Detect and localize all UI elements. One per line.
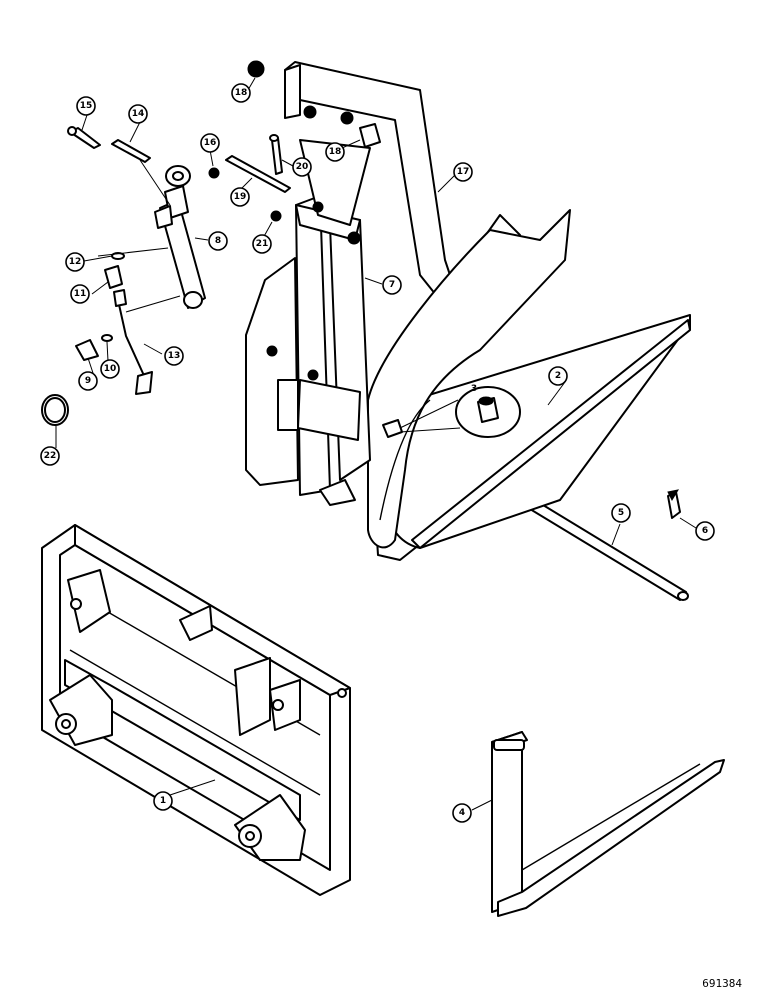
bolt-15 — [67, 126, 101, 149]
svg-text:21: 21 — [256, 239, 269, 249]
callout-7: 7 — [382, 275, 402, 295]
callout-18-top: 18 — [231, 83, 251, 103]
callout-22: 22 — [40, 446, 60, 466]
callout-17: 17 — [453, 162, 473, 182]
hook-bracket — [247, 60, 571, 549]
callout-1: 1 — [153, 791, 173, 811]
callout-4: 4 — [452, 803, 472, 823]
nut-16 — [208, 167, 220, 179]
callout-2: 2 — [548, 366, 568, 386]
o-ring-10 — [101, 334, 113, 342]
carriage-frame — [369, 314, 691, 561]
callout-19: 19 — [230, 187, 250, 207]
callout-9: 9 — [78, 371, 98, 391]
callout-3: 3 — [471, 384, 477, 394]
svg-text:7: 7 — [389, 280, 395, 290]
callout-13: 13 — [164, 346, 184, 366]
fitting-9 — [75, 339, 99, 361]
svg-text:4: 4 — [459, 808, 465, 818]
svg-text:13: 13 — [168, 351, 181, 361]
drawing-number: 691384 — [702, 977, 742, 990]
bushing-detail — [382, 386, 521, 438]
svg-text:8: 8 — [215, 236, 221, 246]
callout-21: 21 — [252, 234, 272, 254]
svg-text:14: 14 — [132, 109, 145, 119]
mounting-frame — [41, 524, 351, 896]
callout-20: 20 — [292, 157, 312, 177]
svg-text:15: 15 — [80, 101, 93, 111]
svg-text:9: 9 — [85, 376, 91, 386]
elbow-fitting-11 — [104, 265, 123, 289]
hydraulic-cylinder — [154, 165, 206, 309]
svg-text:19: 19 — [234, 192, 247, 202]
callout-14: 14 — [128, 104, 148, 124]
fork-tine — [491, 731, 725, 917]
svg-text:18: 18 — [235, 88, 248, 98]
callout-16: 16 — [200, 133, 220, 153]
hydraulic-tube — [113, 289, 153, 395]
svg-text:3: 3 — [471, 384, 477, 394]
nut-21 — [270, 210, 282, 222]
svg-text:10: 10 — [104, 364, 117, 374]
svg-text:17: 17 — [457, 167, 470, 177]
pin-19 — [225, 155, 291, 193]
svg-text:11: 11 — [74, 289, 87, 299]
svg-text:12: 12 — [69, 257, 82, 267]
callout-12: 12 — [65, 252, 85, 272]
svg-text:20: 20 — [296, 162, 309, 172]
bolt-20 — [269, 134, 283, 175]
callout-8: 8 — [208, 231, 228, 251]
callout-15: 15 — [76, 96, 96, 116]
callout-6: 6 — [695, 521, 715, 541]
svg-text:1: 1 — [160, 796, 166, 806]
callout-18-right: 18 — [325, 142, 345, 162]
svg-text:2: 2 — [555, 371, 561, 381]
svg-text:16: 16 — [204, 138, 217, 148]
svg-text:5: 5 — [618, 508, 624, 518]
pin-keeper — [667, 489, 681, 519]
svg-text:22: 22 — [44, 451, 57, 461]
seal-ring-22 — [41, 394, 69, 426]
cylinder-pin-14 — [111, 139, 151, 163]
callout-11: 11 — [70, 284, 90, 304]
callout-10: 10 — [100, 359, 120, 379]
callout-5: 5 — [611, 503, 631, 523]
svg-text:18: 18 — [329, 147, 342, 157]
upright-carriage — [245, 139, 371, 506]
svg-text:6: 6 — [702, 526, 708, 536]
